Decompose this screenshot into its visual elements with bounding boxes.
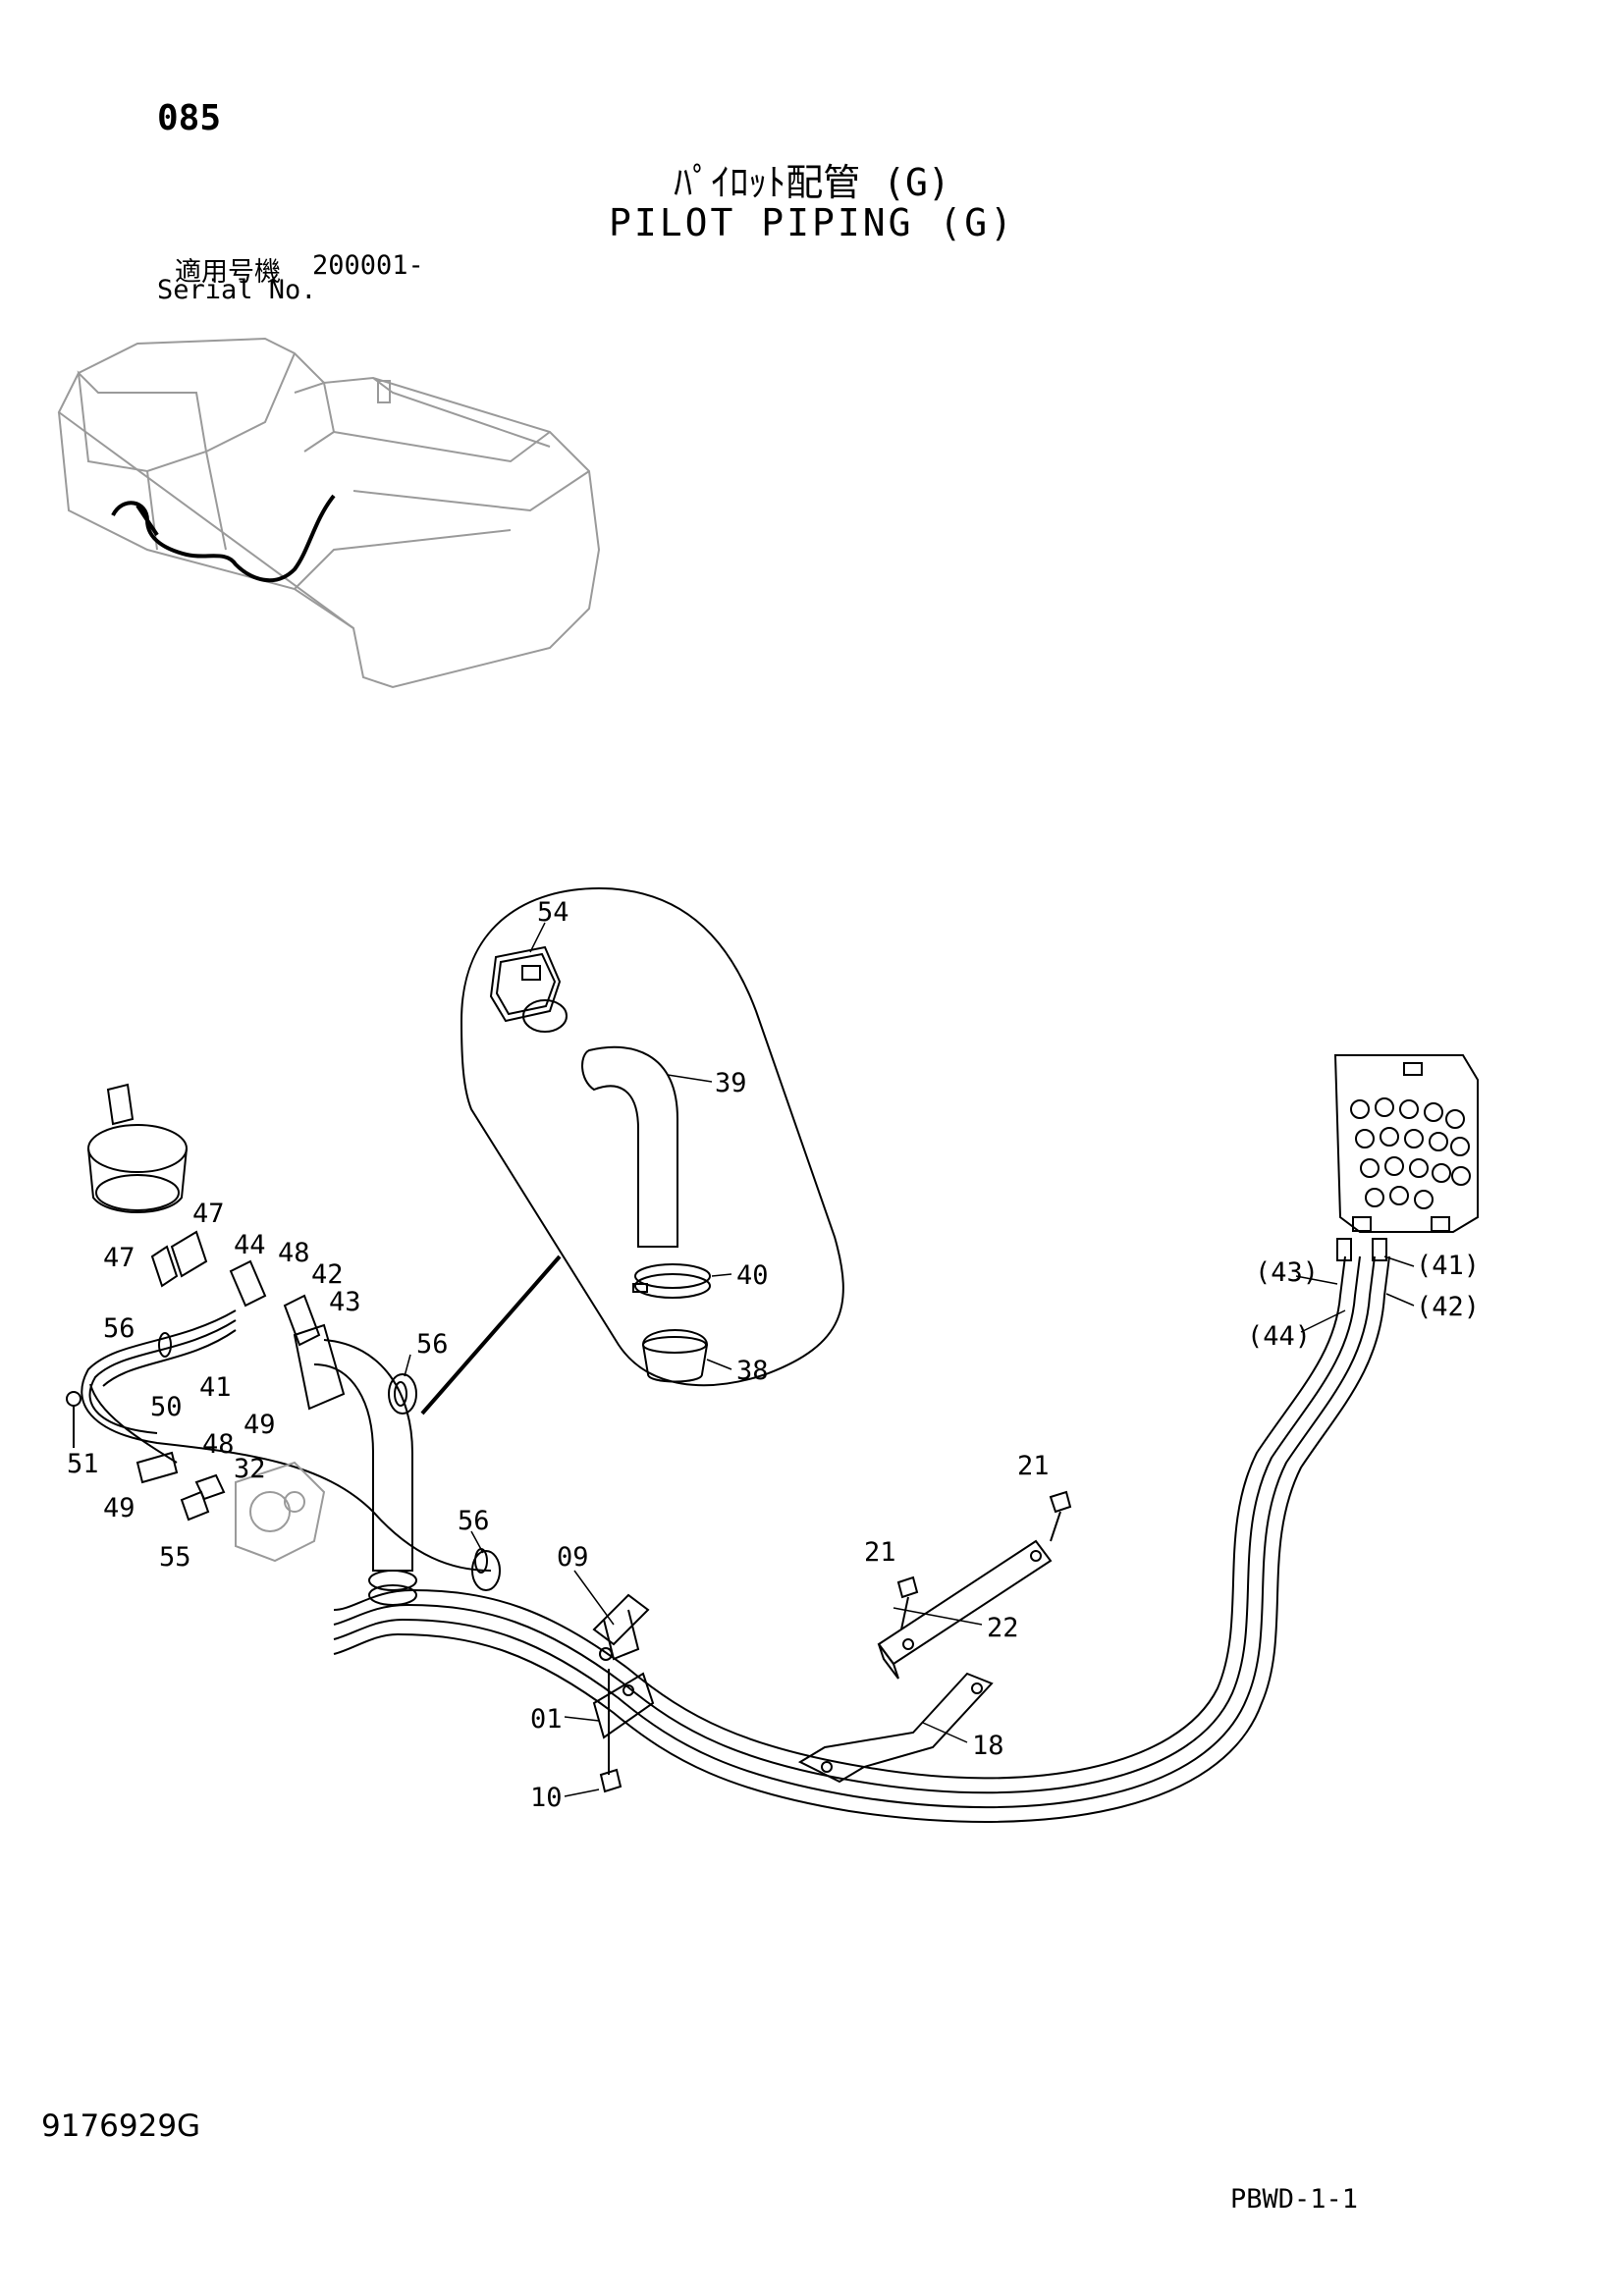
callout-44: 44 bbox=[234, 1230, 266, 1260]
callout-43: 43 bbox=[329, 1287, 361, 1317]
callout-18: 18 bbox=[972, 1731, 1004, 1761]
callout-42-ref: (42) bbox=[1416, 1292, 1480, 1322]
callout-47-lower: 47 bbox=[103, 1243, 135, 1273]
callout-22: 22 bbox=[987, 1613, 1019, 1643]
cover-plate-part bbox=[877, 1539, 1053, 1680]
bolt-part bbox=[599, 1757, 623, 1793]
callout-42: 42 bbox=[311, 1259, 344, 1290]
valve-port-cluster bbox=[1350, 1097, 1471, 1209]
cap-part bbox=[641, 1329, 709, 1383]
callout-51: 51 bbox=[67, 1449, 99, 1479]
callout-01: 01 bbox=[530, 1704, 563, 1735]
callout-10: 10 bbox=[530, 1783, 563, 1813]
callout-leaders bbox=[404, 922, 1415, 1797]
callout-21-upper: 21 bbox=[1017, 1451, 1050, 1481]
page-number: 085 bbox=[157, 98, 222, 138]
callout-43-ref: (43) bbox=[1255, 1257, 1319, 1288]
hose-part bbox=[581, 1045, 678, 1248]
excavator-overview-illustration bbox=[57, 337, 601, 689]
callout-56-lower: 56 bbox=[458, 1506, 490, 1536]
serial-label-japanese: 適用号機 bbox=[175, 257, 281, 288]
title-japanese: ﾊﾟｲﾛｯﾄ配管 (G) bbox=[674, 161, 950, 204]
callout-49-upper: 49 bbox=[244, 1410, 276, 1440]
callout-47-upper: 47 bbox=[192, 1199, 225, 1229]
callout-32: 32 bbox=[234, 1454, 266, 1484]
callout-44-ref: (44) bbox=[1247, 1321, 1311, 1352]
callout-40: 40 bbox=[736, 1260, 769, 1291]
callout-39: 39 bbox=[715, 1068, 747, 1098]
grommet-part bbox=[489, 945, 568, 1033]
callout-41: 41 bbox=[199, 1372, 232, 1403]
callout-56-mid: 56 bbox=[416, 1329, 449, 1360]
callout-numbers: 54 39 40 38 47 47 44 48 42 43 56 56 56 5… bbox=[67, 897, 1480, 1813]
pilot-hose-bundle bbox=[333, 1238, 1390, 1823]
page-reference: PBWD-1-1 bbox=[1230, 2184, 1359, 2215]
bracket-part bbox=[592, 1593, 650, 1661]
hose-clamp-upper bbox=[388, 1373, 417, 1415]
bolt-21-lower bbox=[896, 1575, 919, 1630]
callout-56-left: 56 bbox=[103, 1313, 135, 1344]
callout-38: 38 bbox=[736, 1356, 769, 1386]
bolt-21-upper bbox=[1049, 1490, 1072, 1542]
callout-09: 09 bbox=[557, 1542, 589, 1573]
title-english: PILOT PIPING (G) bbox=[608, 201, 1016, 244]
fittings-lower-left bbox=[66, 1391, 226, 1522]
callout-54: 54 bbox=[537, 897, 569, 928]
callout-48-upper: 48 bbox=[278, 1238, 310, 1268]
callout-55: 55 bbox=[159, 1542, 191, 1573]
pilot-pump-assembly bbox=[87, 1083, 321, 1347]
callout-48-lower: 48 bbox=[202, 1429, 235, 1460]
plate-part bbox=[592, 1669, 655, 1757]
hose-through-grommet bbox=[293, 1323, 417, 1606]
gear-pump bbox=[235, 1461, 326, 1563]
detail-zoom-bubble bbox=[420, 886, 844, 1415]
callout-49-lower: 49 bbox=[103, 1493, 135, 1523]
callout-50: 50 bbox=[150, 1392, 183, 1422]
document-id: 9176929G bbox=[41, 2109, 201, 2144]
hose-clamp-lower bbox=[471, 1550, 501, 1591]
band-clamp-part bbox=[632, 1263, 711, 1299]
support-bracket-part bbox=[797, 1672, 994, 1784]
serial-label-english: Serial No. bbox=[157, 275, 317, 305]
callout-21-lower: 21 bbox=[864, 1537, 896, 1568]
pilot-valve-block bbox=[1333, 1054, 1479, 1233]
pilot-hose-overview bbox=[111, 494, 336, 583]
callout-41-ref: (41) bbox=[1416, 1251, 1480, 1281]
serial-number-value: 200001- bbox=[312, 250, 424, 281]
